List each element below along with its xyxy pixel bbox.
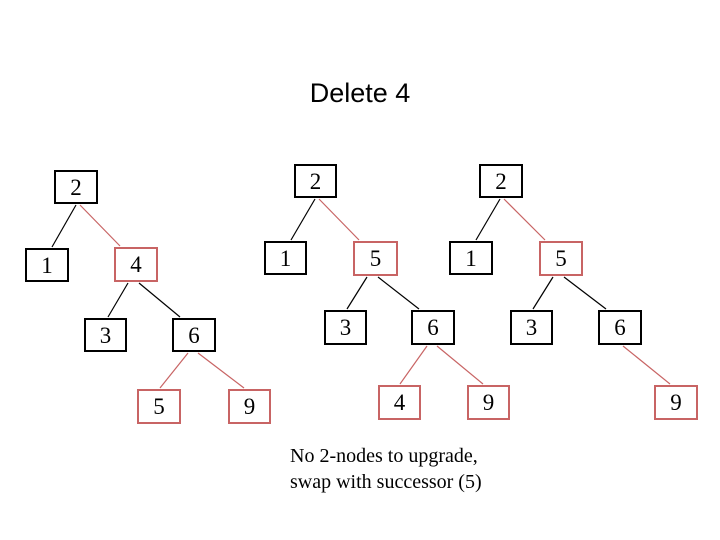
- tree-node-t2-n2: 2: [294, 164, 337, 198]
- tree-edge-t3-n2-t3-n1: [475, 198, 501, 241]
- tree-node-t2-n9: 9: [467, 385, 510, 420]
- tree-node-t1-n6: 6: [172, 318, 216, 352]
- tree-edge-t2-n5-t2-n3: [346, 276, 368, 310]
- tree-node-t1-n9: 9: [228, 389, 271, 424]
- tree-edge-t1-n2-t1-n4: [79, 204, 121, 247]
- tree-node-t2-n5: 5: [353, 241, 398, 276]
- tree-node-t3-n5: 5: [539, 241, 583, 276]
- tree-edge-t1-n6-t1-n5: [159, 352, 189, 389]
- tree-node-t1-n1: 1: [25, 248, 69, 282]
- tree-edge-t1-n2-t1-n1: [51, 204, 77, 248]
- tree-edge-t1-n4-t1-n6: [138, 282, 181, 318]
- tree-node-t1-n5: 5: [137, 389, 181, 424]
- tree-edge-t2-n2-t2-n1: [290, 198, 316, 241]
- caption-line-2: swap with successor (5): [290, 471, 482, 493]
- tree-edge-t2-n6-t2-n9: [436, 345, 484, 385]
- tree-edge-t1-n6-t1-n9: [197, 352, 245, 389]
- tree-node-t1-n4: 4: [114, 247, 158, 282]
- tree-edge-t2-n2-t2-n5: [318, 198, 360, 241]
- tree-node-t3-n2: 2: [479, 164, 523, 198]
- tree-node-t2-n1: 1: [264, 241, 307, 275]
- tree-node-t1-n3: 3: [84, 318, 127, 352]
- tree-edge-t3-n5-t3-n3: [532, 276, 554, 310]
- tree-node-t3-n3: 3: [510, 310, 553, 345]
- tree-edge-t1-n4-t1-n3: [107, 282, 129, 318]
- caption-line-1: No 2-nodes to upgrade,: [290, 445, 478, 467]
- tree-node-t2-n4: 4: [378, 385, 421, 420]
- tree-node-t2-n6: 6: [411, 310, 455, 345]
- caption-text: No 2-nodes to upgrade, swap with success…: [290, 443, 590, 495]
- tree-node-t3-n9: 9: [654, 385, 698, 420]
- page-title: Delete 4: [309, 78, 411, 108]
- tree-edge-t3-n5-t3-n6: [563, 276, 607, 310]
- tree-edge-t2-n6-t2-n4: [399, 345, 428, 385]
- tree-node-t3-n6: 6: [598, 310, 642, 345]
- tree-edge-t2-n5-t2-n6: [377, 276, 420, 310]
- tree-node-t3-n1: 1: [449, 241, 493, 275]
- tree-edge-t3-n2-t3-n5: [503, 198, 546, 241]
- tree-edge-t3-n6-t3-n9: [622, 345, 671, 385]
- tree-node-t2-n3: 3: [324, 310, 367, 345]
- tree-node-t1-n2: 2: [54, 170, 98, 204]
